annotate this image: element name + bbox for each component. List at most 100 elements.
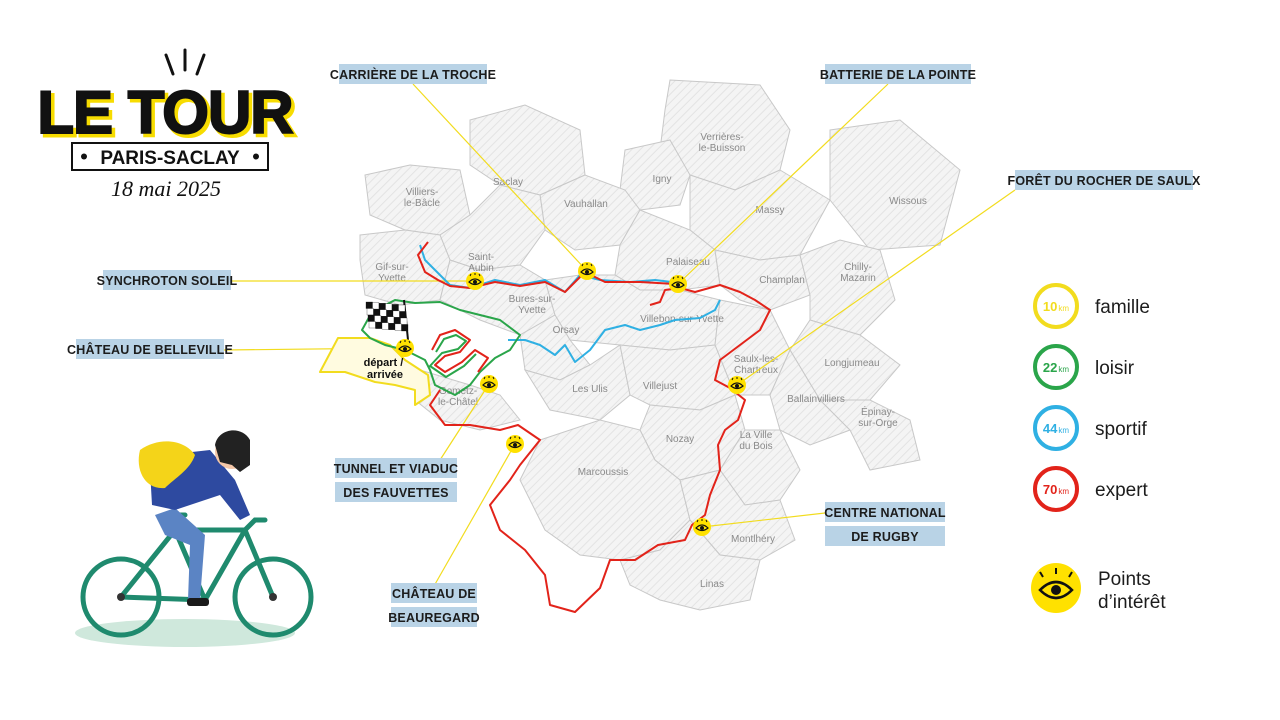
rider-icon [138, 430, 250, 606]
commune-shape [799, 239, 896, 336]
flag-cell [365, 301, 373, 309]
commune-label: Massy [756, 205, 785, 216]
legend-distance: 70km [1043, 482, 1069, 497]
commune-label: Les Ulis [572, 384, 608, 395]
poi-label-text: CHÂTEAU DE [392, 586, 476, 601]
poi-label-text: CHÂTEAU DE BELLEVILLE [67, 342, 233, 357]
commune-label: Wissous [889, 196, 927, 207]
page-title-shadow: LE TOUR [37, 79, 293, 146]
leader-line [433, 443, 516, 587]
legend-ring [1033, 466, 1079, 512]
flag-cell [381, 322, 389, 330]
commune-label: Igny [653, 174, 672, 185]
flag-cell [387, 316, 395, 324]
leader-line [412, 83, 588, 272]
commune-label: Saulx-les-Chartreux [734, 354, 778, 376]
leader-line [736, 189, 1016, 386]
flag-cell [392, 310, 400, 318]
page-subtitle: PARIS-SACLAY [100, 148, 240, 169]
poi-label-text: CARRIÈRE DE LA TROCHE [330, 67, 496, 82]
commune-shape [619, 344, 736, 411]
commune-label: Verrières-le-Buisson [699, 132, 746, 154]
flag-cell [391, 304, 399, 312]
commune-label: Ballainvilliers [787, 394, 845, 405]
subtitle-dot-left [81, 153, 87, 160]
leader-line [701, 512, 826, 528]
poi-eye-icon [693, 518, 711, 536]
poi-eye-icon [669, 275, 687, 293]
commune-shape [818, 399, 921, 471]
flag-cell [373, 308, 381, 316]
commune-label: Gometz-le-Châtel [438, 386, 478, 408]
legend-route-name: sportif [1095, 419, 1147, 440]
commune-label: Villiers-le-Bâcle [404, 187, 441, 209]
commune-label: Linas [700, 579, 724, 590]
poi-eye-icon [506, 435, 524, 453]
flag-cell [388, 323, 396, 330]
commune-label: Champlan [759, 275, 805, 286]
legend-item-loisir: 22km loisir [1033, 344, 1135, 390]
flag-cell [372, 302, 380, 310]
start-finish-line-1: départ / [364, 357, 404, 369]
commune-shape [544, 274, 721, 351]
legend-item-expert: 70km expert [1033, 466, 1149, 512]
legend-route-name: famille [1095, 297, 1150, 318]
poi-markers [396, 262, 746, 536]
poi-label: BATTERIE DE LA POINTE [820, 64, 976, 84]
flag-cell [375, 321, 383, 329]
flag-cell [380, 316, 388, 323]
flag-cell [374, 315, 382, 323]
commune-label: Palaiseau [666, 257, 710, 268]
commune-label: Saclay [493, 177, 523, 188]
poi-label: CHÂTEAU DE BELLEVILLE [67, 339, 233, 359]
legend-route-name: loisir [1095, 358, 1135, 379]
flag-cell [378, 303, 386, 310]
poi-label-text: FORÊT DU ROCHER DE SAULX [1007, 173, 1200, 188]
poi-eye-icon [728, 376, 746, 394]
poi-eye-icon [466, 272, 484, 290]
commune-shape [469, 104, 586, 196]
legend-ring [1033, 344, 1079, 390]
commune-label: Saint-Aubin [468, 252, 494, 274]
flag-cell [399, 311, 407, 319]
flag-cell [368, 321, 376, 329]
commune-label: Vauhallan [564, 199, 608, 210]
poi-eye-icon [396, 339, 414, 357]
commune-label: Gif-sur-Yvette [375, 262, 408, 284]
subtitle-frame [71, 142, 269, 171]
flag-cell [366, 308, 374, 316]
poi-label: SYNCHROTON SOLEIL [97, 270, 238, 290]
legend-distance: 10km [1043, 299, 1069, 314]
leader-line [677, 83, 889, 285]
leader-line [439, 383, 490, 461]
route-combined [417, 241, 676, 378]
page-title: LE TOUR [40, 82, 296, 149]
legend-item-famille: 10km famille [1033, 283, 1150, 329]
legend-distance: 22km [1043, 360, 1069, 375]
legend-route-name: expert [1095, 480, 1149, 501]
event-date: 18 mai 2025 [111, 176, 221, 201]
commune-shape [619, 519, 761, 611]
start-finish-label: départ / arrivée [364, 357, 407, 381]
sparkle-icon [164, 48, 206, 76]
commune-label: Longjumeau [824, 358, 879, 369]
commune-label: Orsay [553, 325, 580, 336]
poi-label-text: SYNCHROTON SOLEIL [97, 274, 238, 288]
flag-cell [385, 303, 393, 311]
flag-cell [379, 309, 387, 317]
commune-label: Villejust [643, 381, 677, 392]
flag-cell [401, 324, 409, 332]
flag-cell [367, 314, 375, 322]
commune-shape [829, 119, 961, 251]
title-block: LE TOUR LE TOUR PARIS-SACLAY 18 mai 2025 [36, 48, 299, 201]
poi-eye-icon [480, 375, 498, 393]
flag-cell [400, 317, 408, 325]
poi-label-text: BATTERIE DE LA POINTE [820, 68, 976, 82]
